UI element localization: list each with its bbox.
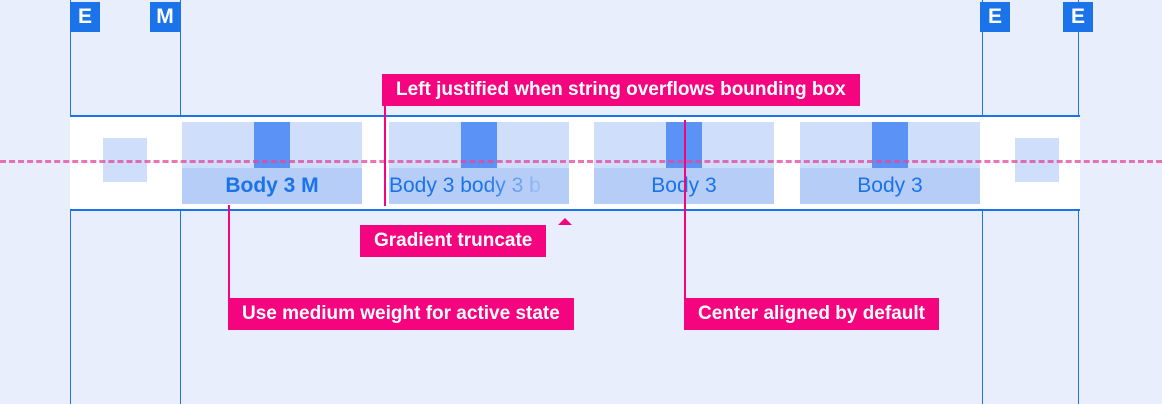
tab-label: Body 3 (857, 174, 923, 197)
tab-item-4[interactable]: Body 3 (800, 122, 980, 204)
tab-item-2[interactable]: Body 3 body 3 b (389, 122, 569, 204)
column-badge-e-right-2: E (1063, 2, 1093, 32)
center-aligned-leader (684, 120, 686, 298)
column-badge-e-right-1: E (980, 2, 1010, 32)
tab-label: Body 3 M (225, 174, 319, 197)
medium-weight-leader (228, 205, 230, 298)
medium-weight-note: Use medium weight for active state (228, 298, 574, 330)
tab-item-1[interactable]: Body 3 M (182, 122, 362, 204)
column-badge-m: M (150, 2, 180, 32)
left-justified-leader (384, 106, 386, 206)
tab-label-band: Body 3 body 3 b (389, 168, 569, 204)
gradient-truncate-note: Gradient truncate (360, 225, 547, 257)
tab-label: Body 3 body 3 b (389, 174, 541, 197)
vertical-center-guide (0, 160, 1162, 163)
left-justified-note: Left justified when string overflows bou… (382, 74, 860, 106)
column-badge-e-left: E (70, 2, 100, 32)
tab-label: Body 3 (651, 174, 717, 197)
gradient-truncate-pointer (558, 218, 572, 225)
center-aligned-note: Center aligned by default (684, 298, 939, 330)
tab-label-band: Body 3 (800, 168, 980, 204)
tab-label-band: Body 3 M (182, 168, 362, 204)
